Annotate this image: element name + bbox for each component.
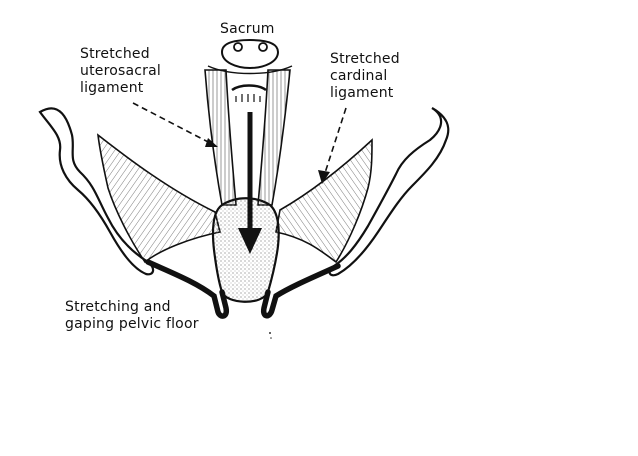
label-sacrum: Sacrum: [220, 21, 275, 37]
label-cardinal-ligament: Stretched cardinal ligament: [330, 51, 400, 102]
uterosacral-leader-head: [205, 138, 218, 147]
right-cardinal-ligament: [275, 138, 373, 264]
right-pelvic-floor: [260, 263, 341, 319]
label-pelvic-line-1: Stretching and: [65, 299, 171, 315]
prolapse-arrowhead: [238, 228, 262, 254]
label-uterosacral-line-1: Stretched: [80, 46, 150, 62]
label-uterosacral-line-2: uterosacral: [80, 63, 161, 79]
rectum-ridges: [235, 94, 261, 102]
sacrum-shape: [220, 38, 280, 70]
label-uterosacral-line-3: ligament: [80, 80, 144, 96]
rectum-top: [231, 84, 267, 92]
sacrum-foramen-right: [258, 42, 268, 52]
label-cardinal-line-2: cardinal: [330, 68, 388, 84]
left-pelvic-floor: [145, 259, 230, 319]
left-uterosacral-ligament: [204, 69, 237, 206]
cardinal-leader-head: [318, 170, 330, 184]
label-cardinal-line-3: ligament: [330, 85, 394, 101]
left-pelvic-bone: [38, 107, 155, 276]
sacrum-foramen-left: [233, 42, 243, 52]
sacrum-lower-edge: [207, 65, 293, 75]
label-uterosacral-ligament: Stretched uterosacral ligament: [80, 46, 161, 97]
right-uterosacral-ligament: [257, 69, 291, 206]
uterus-cervix: [211, 197, 280, 303]
speck: [270, 337, 272, 339]
uterosacral-leader: [132, 102, 213, 145]
left-cardinal-ligament: [96, 133, 221, 264]
label-pelvic-floor: Stretching and gaping pelvic floor: [65, 299, 199, 333]
speck: [269, 332, 271, 334]
label-cardinal-line-1: Stretched: [330, 51, 400, 67]
label-pelvic-line-2: gaping pelvic floor: [65, 316, 199, 332]
cardinal-leader: [323, 107, 347, 177]
right-pelvic-bone: [328, 107, 450, 277]
